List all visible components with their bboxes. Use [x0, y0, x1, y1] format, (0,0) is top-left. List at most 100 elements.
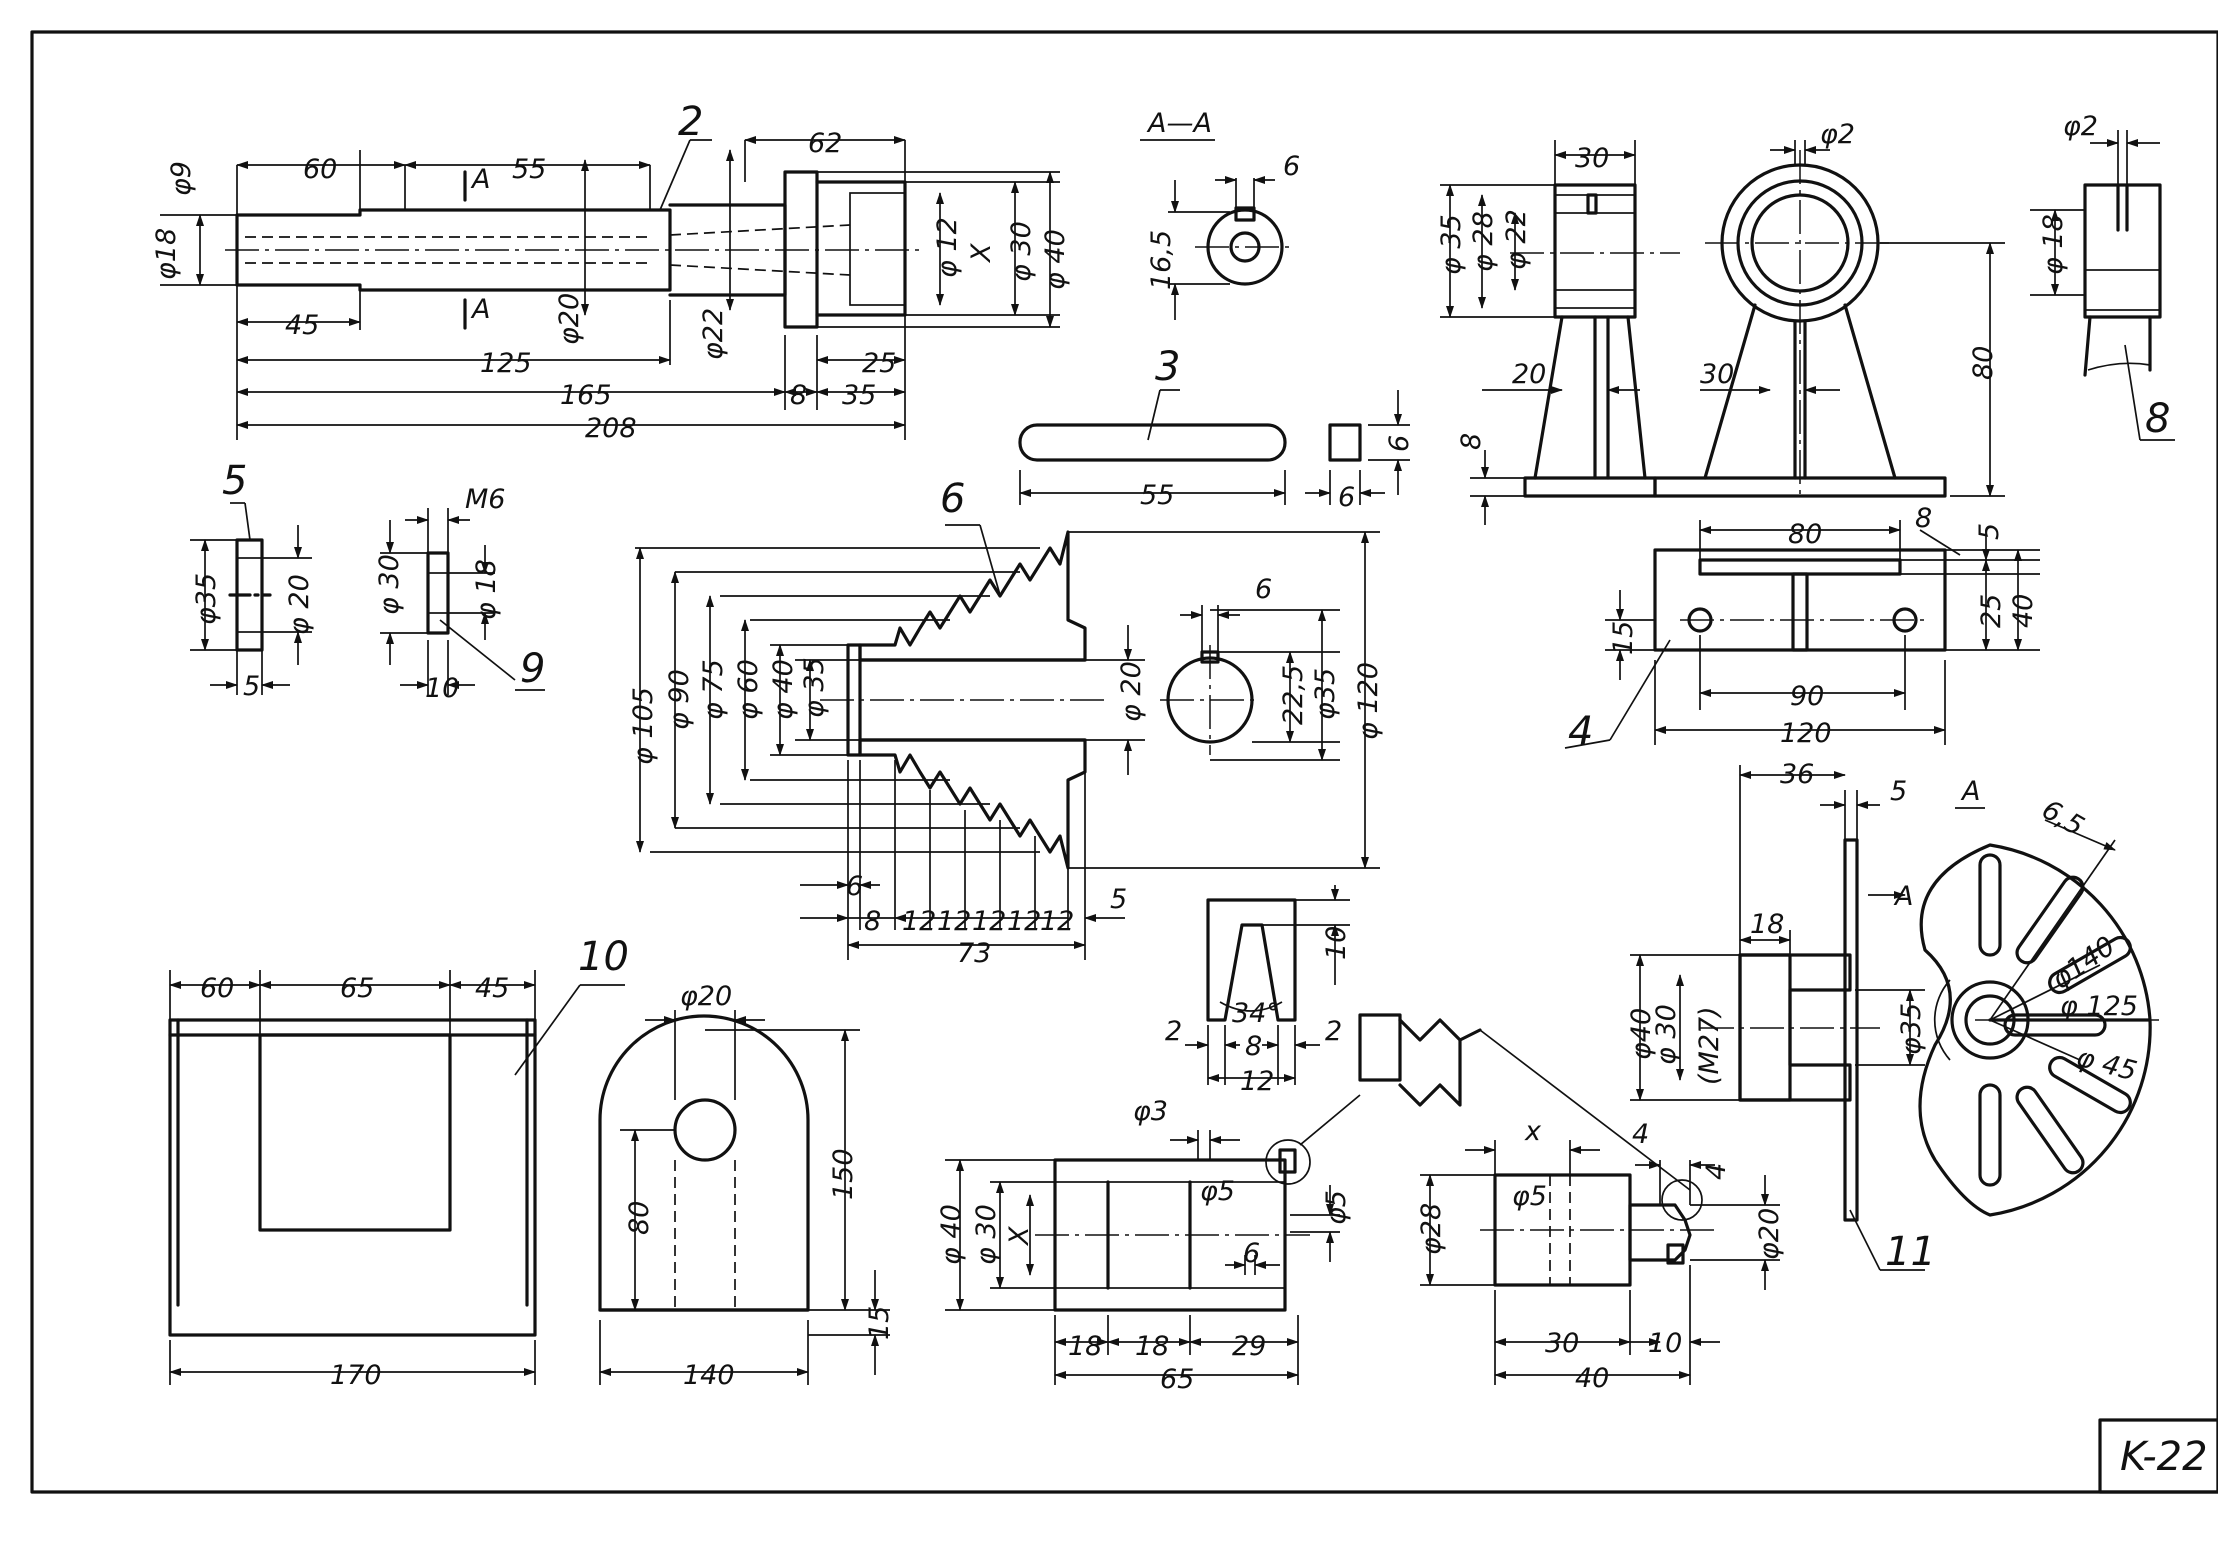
dim-pin-x: x [1524, 1116, 1542, 1147]
part-number-4: 4 [1568, 709, 1593, 755]
pin-part: x φ5 4 4 φ28 φ20 30 10 40 [1416, 1116, 1785, 1394]
dim-pin-l40: 40 [1575, 1363, 1609, 1394]
dim-p2-l35: 35 [842, 380, 876, 411]
dim-pin-l4: 4 [1632, 1119, 1649, 1150]
cut-mark-a-top: A [470, 164, 490, 195]
sheet-code: K-22 [2120, 1434, 2208, 1480]
dim-p3-h6: 6 [1384, 435, 1415, 452]
dim-groove-l2b: 2 [1325, 1016, 1342, 1047]
dim-p4-l80: 80 [1788, 519, 1822, 550]
dim-p6-s12c: 12 [972, 906, 1006, 937]
dim-groove-w8: 8 [1245, 1031, 1262, 1062]
dim-p6-w6: 6 [1255, 574, 1272, 605]
dim-bush-l18a: 18 [1068, 1331, 1102, 1362]
part-9-nut: M6 φ 30 φ 18 10 9 [374, 484, 545, 704]
dim-p10-h150: 150 [828, 1148, 859, 1200]
part-10-stand: 60 65 45 170 10 φ20 80 150 15 140 [168, 934, 895, 1391]
dim-p11-d40: φ40 [1626, 1008, 1657, 1060]
dim-p2-d30: φ 30 [1006, 221, 1037, 282]
dim-bush-l65: 65 [1160, 1364, 1194, 1395]
dim-p6-s12b: 12 [937, 906, 971, 937]
dim-p10-l65: 65 [340, 973, 374, 1004]
dim-pin-l10: 10 [1648, 1328, 1682, 1359]
dim-p8-d35: φ 35 [1436, 214, 1467, 275]
dim-pin-d28: φ28 [1416, 1203, 1447, 1255]
dim-p3-w6: 6 [1338, 482, 1355, 513]
part-8-bracket: 30 φ 35 φ 28 φ 22 20 8 φ2 30 80 [1436, 111, 2175, 525]
dim-p6-kd35: φ35 [1310, 668, 1341, 720]
dim-p6-d40: φ 40 [768, 659, 799, 720]
dim-p11-m27: (M27) [1694, 1006, 1725, 1085]
dim-p11-d30: φ 30 [1651, 1004, 1682, 1065]
part-number-5: 5 [222, 458, 247, 504]
dim-p11-d140: φ140 [2046, 931, 2121, 996]
dim-p6-d60: φ 60 [733, 659, 764, 720]
dim-p2-d18: φ18 [151, 228, 182, 280]
dim-p6-d20: φ 20 [1116, 661, 1147, 722]
dim-p8-h80: 80 [1968, 346, 1999, 380]
dim-p4-l120: 120 [1780, 718, 1832, 749]
dim-p2-l45: 45 [285, 310, 319, 341]
part-number-2: 2 [678, 99, 703, 145]
dim-groove-h10: 10 [1321, 926, 1352, 960]
dim-p6-k225: 22,5 [1278, 665, 1309, 725]
cut-mark-a-11: A [1893, 881, 1913, 912]
part-number-9: 9 [520, 646, 545, 692]
part-4-base: 80 8 5 25 40 15 90 120 4 [1564, 503, 2040, 755]
dim-p4-l15: 15 [1608, 621, 1639, 655]
dim-p4-l25: 25 [1976, 594, 2007, 628]
dim-p8-d22: φ 22 [1501, 209, 1532, 270]
param-x: X [966, 243, 997, 264]
dim-p11-l36: 36 [1780, 759, 1814, 790]
dim-p2-l208: 208 [585, 413, 637, 444]
dim-p2-d40: φ 40 [1040, 229, 1071, 290]
dim-bush-l29: 29 [1232, 1331, 1266, 1362]
dim-p6-l5: 5 [1110, 884, 1127, 915]
section-aa-title: A—A [1146, 108, 1212, 139]
dim-p2-l8: 8 [790, 380, 807, 411]
dim-p10-l170: 170 [330, 1360, 382, 1391]
dim-p6-d35: φ 35 [799, 657, 830, 718]
part-2-shaft: 2 A A 60 55 62 45 125 165 208 8 35 25 φ9… [151, 99, 1071, 444]
dim-pin-l30: 30 [1545, 1328, 1579, 1359]
dim-p6-l8: 8 [864, 906, 881, 937]
part-number-3: 3 [1155, 344, 1180, 390]
dim-p10-l45: 45 [475, 973, 509, 1004]
dim-bush-d30: φ 30 [971, 1204, 1002, 1265]
bushing-part: φ3 φ5 φ5 φ 40 φ 30 X 6 18 18 29 65 [936, 1094, 1361, 1395]
dim-p10-l140: 140 [683, 1360, 735, 1391]
dim-bush-l18b: 18 [1135, 1331, 1169, 1362]
dim-bush-d3: φ3 [1133, 1096, 1168, 1127]
dim-p6-s12a: 12 [902, 906, 936, 937]
dim-p2-l62: 62 [808, 128, 842, 159]
groove-detail: 10 34° 8 2 2 12 [1165, 885, 1352, 1097]
dim-p11-d125: φ 125 [2060, 991, 2138, 1022]
dim-p10-h15: 15 [864, 1306, 895, 1340]
part-number-8: 8 [2145, 396, 2170, 442]
dim-p10-l60: 60 [200, 973, 234, 1004]
dim-p2-d20: φ20 [554, 293, 585, 345]
dim-pin-l4b: 4 [1701, 1163, 1732, 1180]
dim-p11-l18: 18 [1750, 909, 1784, 940]
dim-p8-l20: 20 [1512, 359, 1546, 390]
dim-p5-d35: φ35 [191, 573, 222, 625]
dim-aa-w6: 6 [1283, 151, 1300, 182]
part-number-11: 11 [1885, 1229, 1936, 1275]
dim-p5-l5: 5 [243, 671, 260, 702]
dim-p8-l8: 8 [1456, 433, 1487, 450]
dim-p6-d75: φ 75 [698, 659, 729, 720]
dim-p2-d22: φ22 [698, 308, 729, 360]
sheet-code-box [2098, 1418, 2218, 1494]
dim-p2-l60: 60 [303, 154, 337, 185]
part-5-washer: 5 φ35 φ 20 5 [190, 458, 315, 702]
dim-p3-l55: 55 [1140, 480, 1174, 511]
dim-p2-l55: 55 [512, 154, 546, 185]
dim-bush-d5a: φ5 [1200, 1176, 1235, 1207]
knurl-detail [1358, 1013, 1691, 1191]
view-a-label: A [1960, 776, 1980, 807]
dim-p8-w30: 30 [1575, 143, 1609, 174]
dim-p4-l40: 40 [2008, 594, 2039, 628]
dim-bush-d40: φ 40 [936, 1204, 967, 1265]
part-11-disk: 36 5 18 A φ40 φ 30 (M27) φ35 11 A 6,5 φ1… [1626, 759, 2165, 1275]
dim-p8-d18: φ 18 [2038, 214, 2069, 275]
